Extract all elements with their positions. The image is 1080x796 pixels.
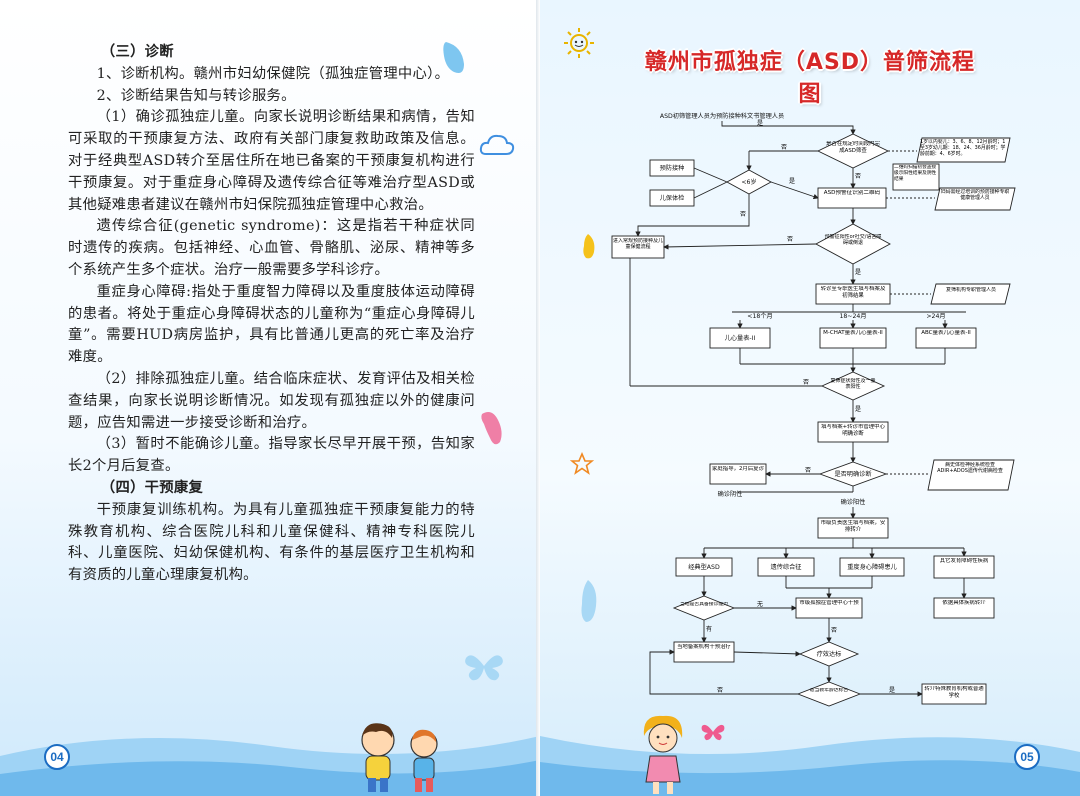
kids-illustration bbox=[361, 723, 438, 792]
svg-text:是: 是 bbox=[855, 269, 861, 276]
box-per-disease bbox=[933, 597, 995, 619]
label-yes: 是 bbox=[757, 120, 763, 127]
paragraph: 干预康复训练机构。为具有儿童孤独症干预康复能力的特殊教育机构、综合医院儿科和儿童… bbox=[68, 501, 475, 584]
note-followup-staff bbox=[930, 283, 1011, 305]
paragraph: 遗传综合征(genetic syndrome)：这是指若干种症状同时遗传的疾病。… bbox=[68, 218, 475, 278]
svg-text:否: 否 bbox=[831, 627, 837, 634]
svg-text:否: 否 bbox=[805, 467, 811, 474]
note-age-schedule bbox=[916, 137, 1011, 163]
svg-text:疗效达标: 疗效达标 bbox=[817, 650, 842, 658]
svg-text:是: 是 bbox=[789, 178, 795, 185]
butterfly-icon bbox=[465, 655, 503, 681]
decoration-blob-yellow bbox=[583, 234, 595, 259]
svg-text:是: 是 bbox=[855, 406, 861, 413]
decoration-blob-pink bbox=[481, 412, 502, 445]
svg-text:18~24月: 18~24月 bbox=[839, 313, 866, 320]
butterfly-pink-icon bbox=[701, 724, 725, 741]
decision-school-age bbox=[796, 681, 862, 707]
svg-text:儿心量表-II: 儿心量表-II bbox=[725, 334, 756, 342]
section-heading-diagnosis: （三）诊断 bbox=[100, 44, 174, 60]
cloud-icon bbox=[479, 134, 515, 155]
svg-text:确诊阴性: 确诊阴性 bbox=[718, 490, 743, 498]
paragraph: （2）排除孤独症儿童。结合临床症状、发育评估及相关检查结果，向家长说明诊断情况。… bbox=[68, 370, 475, 431]
paragraph: 1、诊断机构。赣州市妇幼保健院（孤独症管理中心）。 bbox=[96, 65, 450, 82]
section-heading-intervention: （四）干预康复 bbox=[100, 479, 204, 496]
article-text: （三）诊断 1、诊断机构。赣州市妇幼保健院（孤独症管理中心）。 2、诊断结果告知… bbox=[68, 42, 475, 587]
left-page: （三）诊断 1、诊断机构。赣州市妇幼保健院（孤独症管理中心）。 2、诊断结果告知… bbox=[0, 0, 540, 796]
svg-text:否: 否 bbox=[803, 379, 809, 386]
right-page: 赣州市孤独症（ASD）普筛流程图 ASD初筛管理人员为预防接种科文书管理人员 是… bbox=[540, 0, 1080, 796]
page-number: 04 bbox=[44, 744, 70, 770]
svg-text:否: 否 bbox=[781, 144, 787, 151]
svg-text:否: 否 bbox=[855, 173, 861, 180]
svg-text:儿保体检: 儿保体检 bbox=[660, 194, 685, 202]
note-doctor bbox=[934, 187, 1016, 211]
svg-text:<6岁: <6岁 bbox=[741, 178, 756, 186]
svg-text:有: 有 bbox=[706, 625, 712, 633]
flow-top-note: ASD初筛管理人员为预防接种科文书管理人员 bbox=[660, 112, 784, 120]
box-school bbox=[921, 683, 987, 705]
paragraph: （1）确诊孤独症儿童。向家长说明诊断结果和病情，告知可采取的干预康复方法、政府有… bbox=[68, 109, 475, 213]
svg-text:否: 否 bbox=[787, 236, 793, 243]
paragraph: 2、诊断结果告知与转诊服务。 bbox=[96, 87, 296, 104]
svg-text:重度身心障碍患儿: 重度身心障碍患儿 bbox=[847, 563, 897, 571]
paragraph: （3）暂时不能确诊儿童。指导家长尽早开展干预，告知家长2个月后复查。 bbox=[68, 436, 475, 475]
girl-illustration bbox=[643, 715, 683, 794]
sun-icon bbox=[564, 28, 594, 58]
svg-text:否: 否 bbox=[717, 687, 723, 694]
wave-decoration bbox=[540, 736, 1080, 796]
svg-text:是: 是 bbox=[889, 687, 895, 694]
svg-text:是否明确诊断: 是否明确诊断 bbox=[834, 470, 871, 478]
paragraph: 重症身心障碍:指处于重度智力障碍以及重度肢体运动障碍的患者。将处于重症心身障碍状… bbox=[68, 283, 475, 366]
note-exam bbox=[927, 459, 1015, 491]
decoration-blob-blue bbox=[443, 42, 464, 73]
box-abc bbox=[915, 327, 977, 349]
page-number: 05 bbox=[1014, 744, 1040, 770]
svg-text:经典型ASD: 经典型ASD bbox=[688, 563, 720, 571]
svg-text:否: 否 bbox=[740, 211, 746, 218]
svg-text:>24月: >24月 bbox=[926, 313, 945, 320]
svg-text:无: 无 bbox=[757, 601, 763, 608]
svg-text:预防接种: 预防接种 bbox=[660, 164, 685, 172]
svg-text:<18个月: <18个月 bbox=[747, 313, 772, 320]
note-qr-scan bbox=[892, 163, 940, 191]
page-title: 赣州市孤独症（ASD）普筛流程图 bbox=[644, 50, 976, 107]
star-icon bbox=[570, 452, 594, 475]
wave-decoration bbox=[0, 736, 540, 796]
decoration-blob-lightblue bbox=[581, 580, 597, 622]
asd-screening-flowchart: ASD初筛管理人员为预防接种科文书管理人员 是 是否在规定时间段内完成ASD筛查… bbox=[611, 112, 1016, 707]
svg-text:遗传综合征: 遗传综合征 bbox=[771, 563, 802, 571]
svg-text:确诊阳性: 确诊阳性 bbox=[841, 498, 866, 506]
